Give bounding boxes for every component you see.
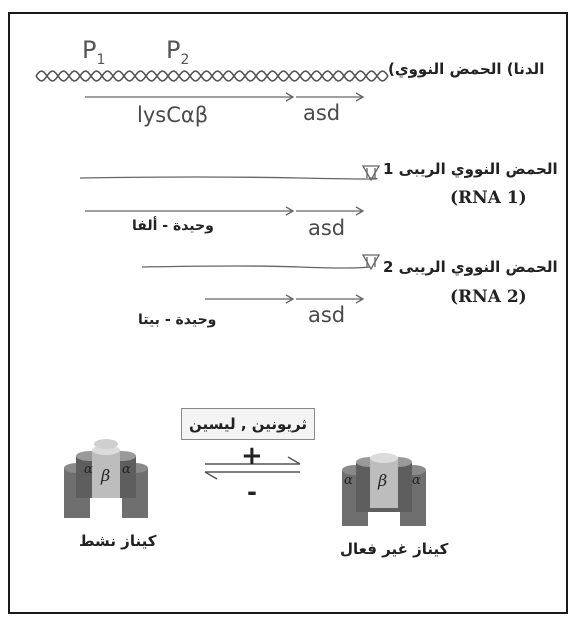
rna2-terminator-stem (366, 257, 376, 267)
dna-label: الدنا) الحمض النووي) (388, 60, 545, 78)
rna2-strand (141, 265, 371, 269)
dna-transcripts (85, 92, 365, 102)
active-kinase-complex: α β α (64, 439, 148, 518)
promoter-p1: P1 (82, 36, 106, 68)
lysc-arrowhead (285, 92, 295, 102)
rna1-terminator-stem (366, 168, 376, 178)
reverse-arrowhead (204, 471, 218, 480)
active-kinase-label: كيناز نشط (79, 532, 157, 550)
rna1-code: (RNA 1) (450, 188, 527, 208)
rna1-label: الحمض النووي الريبى 1 (383, 160, 558, 178)
rna2-label: الحمض النووي الريبى 2 (383, 258, 558, 276)
rna2-group (141, 254, 381, 304)
minus-sign: - (247, 478, 257, 506)
inactive-kinase-label: كيناز غير فعال (340, 540, 449, 558)
gene-lysc: lysCαβ (137, 103, 209, 127)
effectors-box: ثريونين , ليسين (181, 408, 315, 440)
rna1-asd: asd (308, 216, 346, 240)
active-alpha-left: α (84, 462, 93, 477)
rna2-asd-arrowhead (355, 294, 365, 304)
promoter-p2: P2 (166, 36, 190, 68)
rna1-terminator-loop (361, 165, 381, 182)
dna-helix (35, 70, 389, 82)
plus-sign: + (241, 441, 263, 471)
kinase-cap (94, 439, 118, 449)
gene-asd: asd (303, 101, 341, 125)
figure-frame (8, 12, 568, 614)
rna2-asd: asd (308, 303, 346, 327)
inactive-beta-top (370, 453, 398, 463)
inactive-kinase-complex: α β α (342, 453, 426, 526)
rna1-strand (79, 176, 378, 180)
rna2-subunit: وحيدة - بيتا (138, 312, 217, 328)
rna2-beta-arrowhead (285, 294, 295, 304)
inactive-alpha-left-label: α (344, 473, 353, 488)
active-beta: β (100, 466, 110, 485)
rna1-asd-arrowhead (355, 206, 365, 216)
equilibrium-arrows (204, 456, 301, 480)
kinase-beta-center (92, 450, 120, 498)
rna1-group (79, 165, 381, 216)
inactive-alpha-right-label: α (412, 473, 421, 488)
rna2-code: (RNA 2) (450, 287, 527, 307)
dna-strand-b (35, 70, 389, 82)
forward-arrowhead (287, 456, 301, 465)
inactive-beta: β (377, 471, 387, 490)
inactive-beta-center (370, 458, 398, 508)
asd-arrowhead (355, 92, 365, 102)
rna1-subunit: وحيدة - ألفا (132, 218, 214, 234)
rna2-terminator-loop (361, 254, 381, 271)
active-alpha-right: α (122, 462, 131, 477)
rna1-alpha-arrowhead (285, 206, 295, 216)
